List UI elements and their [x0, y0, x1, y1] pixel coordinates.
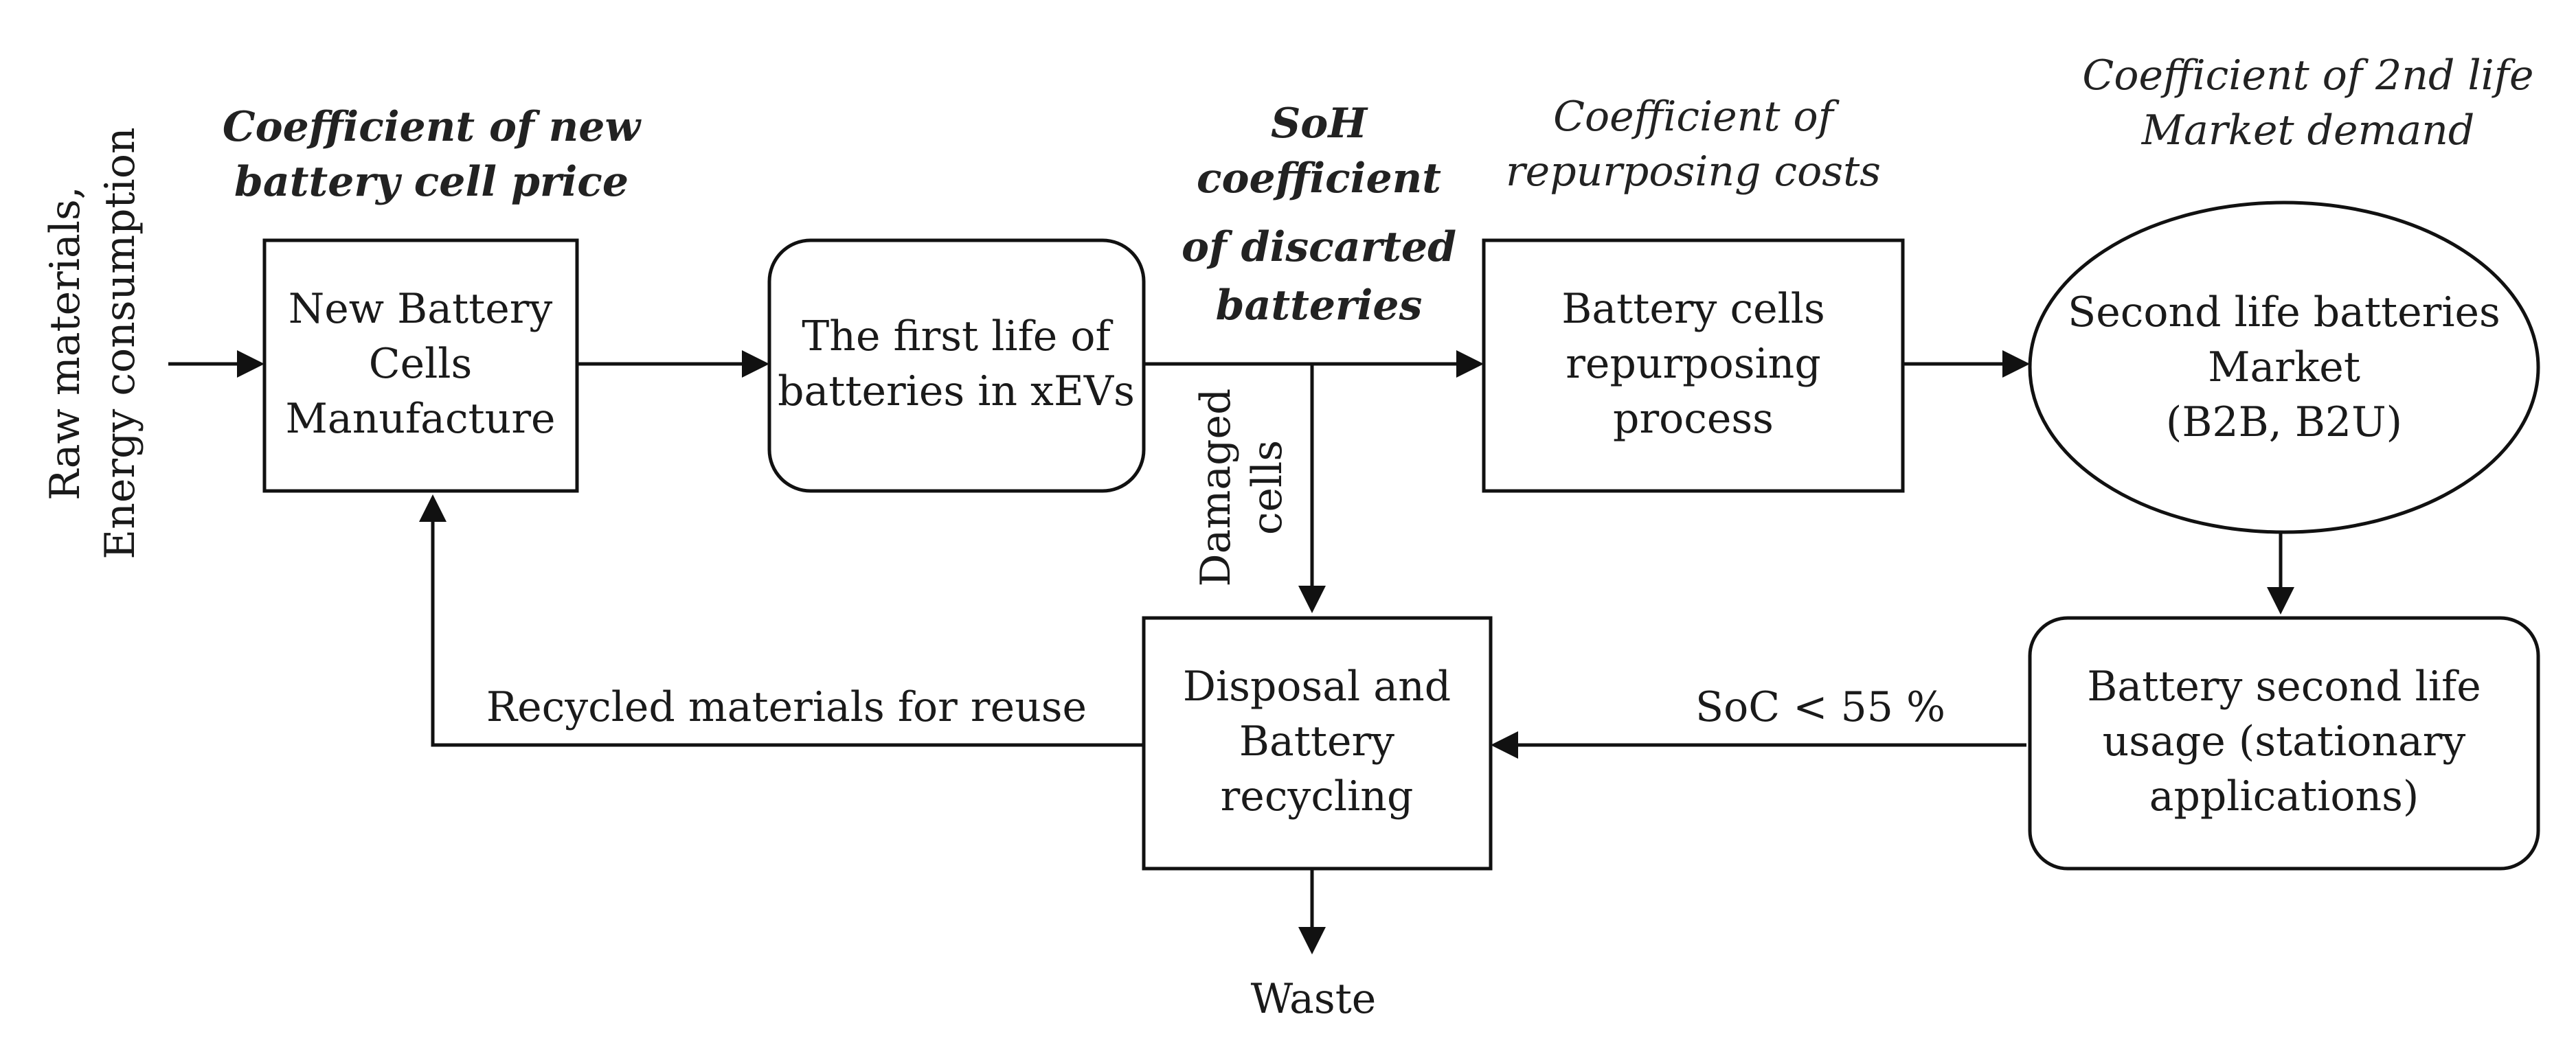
node-label-line: Disposal and — [1183, 663, 1451, 711]
coef-repurposing-costs: Coefficient of repurposing costs — [1506, 93, 1881, 196]
node-second-life-market: Second life batteries Market (B2B, B2U) — [2028, 200, 2540, 534]
node-label-line: recycling — [1221, 772, 1414, 821]
arrowhead — [742, 350, 769, 378]
coef-label-line: repurposing costs — [1506, 148, 1881, 196]
label-waste: Waste — [1251, 975, 1377, 1023]
coef-new-battery-price: Coefficient of new battery cell price — [223, 103, 642, 206]
coef-label-line: Coefficient of new — [223, 103, 642, 151]
edge-recycled-to-manufacture — [431, 518, 1144, 747]
node-label-line: Manufacture — [285, 395, 555, 443]
coef-label-line: batteries — [1216, 282, 1423, 330]
node-label-line: process — [1613, 395, 1774, 443]
label-raw-materials: Raw materials, Energy consumption — [41, 127, 144, 559]
edge-label-line: cells — [1243, 440, 1291, 535]
node-repurposing-process: Battery cells repurposing process — [1482, 238, 1905, 493]
arrowhead — [1298, 927, 1326, 954]
coef-label-line: coefficient — [1197, 154, 1441, 203]
node-label-line: New Battery — [289, 285, 553, 333]
node-box — [1142, 616, 1493, 871]
node-label-line: (B2B, B2U) — [2166, 398, 2402, 446]
node-disposal-recycling: Disposal and Battery recycling — [1142, 616, 1493, 871]
coef-label-line: Market demand — [2141, 106, 2475, 154]
node-label-line: Battery cells — [1561, 285, 1825, 333]
coef-soh-discarded: SoH coefficient of discarted batteries — [1182, 100, 1456, 330]
coef-label-line: of discarted — [1182, 223, 1456, 271]
node-label-line: repurposing — [1566, 340, 1820, 388]
node-box — [767, 238, 1146, 493]
node-second-life-usage: Battery second life usage (stationary ap… — [2028, 616, 2540, 871]
coef-label-line: Coefficient of — [1553, 93, 1840, 141]
node-label-line: Market — [2208, 343, 2360, 391]
node-box — [262, 238, 579, 493]
node-box — [1482, 238, 1905, 493]
arrowhead — [2267, 587, 2294, 615]
node-label-line: The first life of — [802, 312, 1113, 360]
coef-label-line: SoH — [1271, 100, 1368, 148]
label-soc-threshold: SoC < 55 % — [1695, 683, 1945, 731]
arrowhead — [2002, 350, 2030, 378]
node-label-line: Second life batteries — [2068, 288, 2500, 336]
arrowhead — [1298, 586, 1326, 613]
arrowhead — [237, 350, 264, 378]
node-label-line: applications) — [2149, 772, 2419, 821]
node-label-line: batteries in xEVs — [778, 367, 1135, 415]
node-new-battery-cells-manufacture: New Battery Cells Manufacture — [262, 238, 579, 493]
node-first-life-xevs: The first life of batteries in xEVs — [767, 238, 1146, 493]
node-box — [2028, 616, 2540, 871]
edge-label-line: Damaged — [1192, 389, 1240, 587]
coef-label-line: Coefficient of 2nd life — [2082, 51, 2533, 100]
node-ellipse — [2028, 200, 2540, 534]
coef-label-line: battery cell price — [234, 158, 629, 206]
node-label-line: usage (stationary — [2103, 718, 2466, 766]
edges — [168, 350, 2294, 954]
coef-market-demand: Coefficient of 2nd life Market demand — [2082, 51, 2533, 154]
edge-label-line: Raw materials, — [41, 186, 89, 501]
node-label-line: Battery — [1239, 718, 1394, 766]
edge-label-line: Energy consumption — [96, 127, 144, 559]
arrowhead — [419, 494, 447, 522]
arrowhead — [1456, 350, 1484, 378]
label-recycled-materials: Recycled materials for reuse — [486, 683, 1087, 731]
node-label-line: Cells — [369, 340, 473, 388]
label-damaged-cells: Damaged cells — [1192, 389, 1291, 587]
node-label-line: Battery second life — [2087, 663, 2481, 711]
arrowhead — [1491, 731, 1518, 759]
